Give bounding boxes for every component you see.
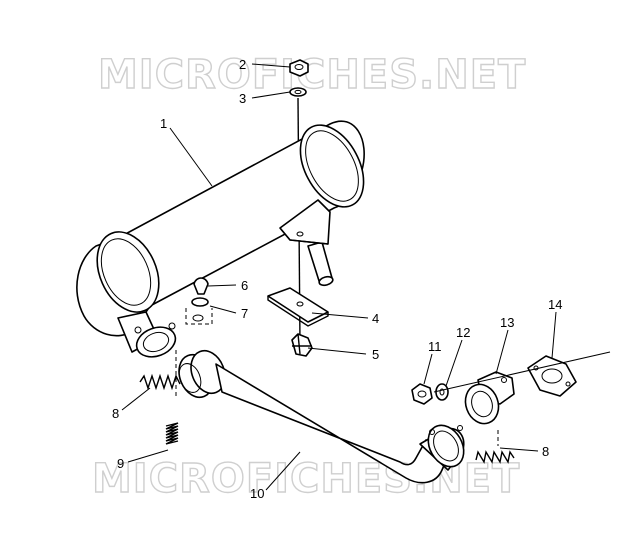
callout-6: 6 (241, 278, 248, 293)
muffler[interactable] (76, 114, 377, 337)
callout-13: 13 (500, 315, 514, 330)
muffler-bracket (279, 199, 331, 245)
callout-12: 12 (456, 325, 470, 340)
callout-3: 3 (239, 91, 246, 106)
muffler-outlet-flange (117, 311, 177, 358)
washer-part-12[interactable] (435, 383, 449, 401)
flange-assembly-line (433, 351, 611, 393)
spring-part-8-left[interactable] (139, 350, 181, 398)
exhaust-pipe-part-10[interactable] (173, 346, 471, 484)
pin-part-6[interactable] (193, 277, 209, 295)
callout-5: 5 (372, 347, 379, 362)
callout-4: 4 (372, 311, 379, 326)
callout-7: 7 (241, 306, 248, 321)
spring-part-8-right[interactable] (475, 430, 515, 464)
clip-part-7[interactable] (185, 297, 213, 325)
spring-part-9[interactable] (165, 422, 179, 445)
callout-14: 14 (548, 297, 562, 312)
bolt-part-5[interactable] (291, 333, 313, 357)
callout-10: 10 (250, 486, 264, 501)
callout-2: 2 (239, 57, 246, 72)
watermark-top: MICROFICHES.NET (98, 52, 526, 98)
gasket-part-14[interactable] (527, 355, 577, 397)
leader-lines (121, 63, 557, 491)
callout-9: 9 (117, 456, 124, 471)
washer-part-3[interactable] (289, 87, 307, 97)
mounting-pad-part-4[interactable] (267, 287, 329, 327)
nut-part-2[interactable] (289, 59, 309, 77)
callout-8-left: 8 (112, 406, 119, 421)
nut-part-11[interactable] (411, 383, 433, 405)
callout-11: 11 (428, 339, 442, 354)
callout-1: 1 (160, 116, 167, 131)
callout-8-right: 8 (542, 444, 549, 459)
